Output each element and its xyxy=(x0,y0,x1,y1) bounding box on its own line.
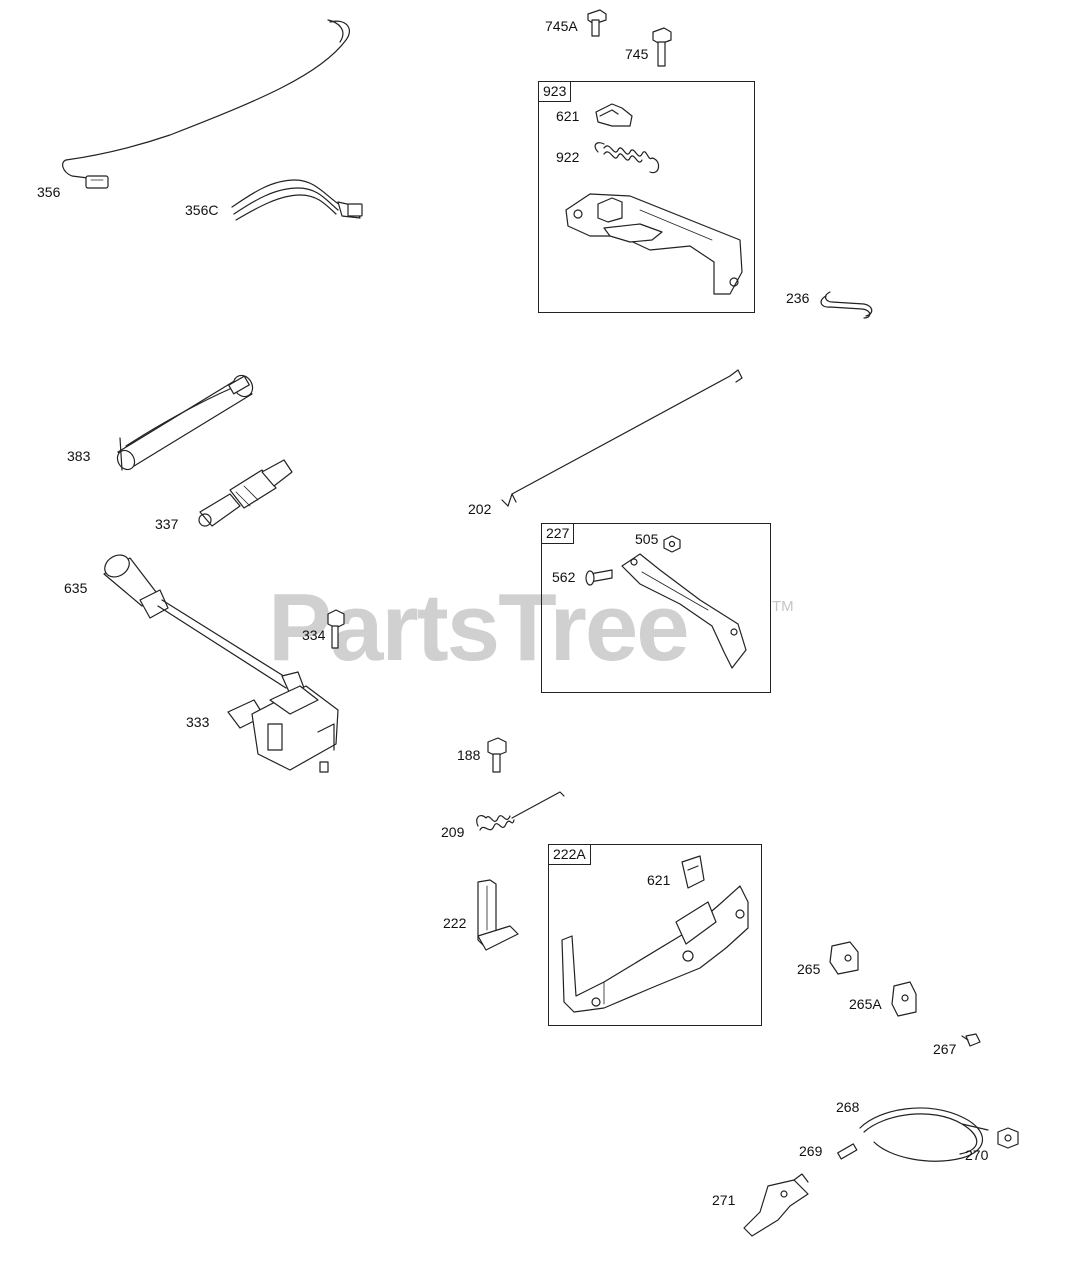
callout-356: 356 xyxy=(37,184,61,200)
part-265-cable-clamp xyxy=(829,941,859,975)
callout-265: 265 xyxy=(797,961,821,977)
assembly-tag-923: 923 xyxy=(538,81,572,102)
part-923-governor-bracket xyxy=(565,193,743,295)
part-621-clip-top xyxy=(595,103,633,127)
callout-621-bottom: 621 xyxy=(647,872,671,888)
part-562-pin xyxy=(585,569,613,586)
part-337-spark-plug xyxy=(198,459,293,527)
part-269-cable-fitting xyxy=(837,1143,858,1160)
callout-270: 270 xyxy=(965,1147,989,1163)
callout-745: 745 xyxy=(625,46,649,62)
watermark-trademark: TM xyxy=(772,598,794,615)
callout-505: 505 xyxy=(635,531,659,547)
assembly-box-227: 227 xyxy=(541,523,771,693)
callout-356c: 356C xyxy=(185,202,219,218)
callout-222: 222 xyxy=(443,915,467,931)
part-227-throttle-lever xyxy=(621,553,747,669)
part-268-throttle-cable xyxy=(859,1107,989,1162)
part-188-bolt xyxy=(487,737,507,773)
callout-333: 333 xyxy=(186,714,210,730)
part-383-spark-plug-wrench xyxy=(116,374,254,471)
assembly-tag-227: 227 xyxy=(541,523,575,544)
callout-562: 562 xyxy=(552,569,576,585)
callout-271: 271 xyxy=(712,1192,736,1208)
part-265a-cable-clamp xyxy=(891,981,917,1017)
part-209-governor-spring xyxy=(476,791,565,831)
part-271-control-lever xyxy=(743,1173,809,1237)
part-222-bracket xyxy=(477,879,519,951)
part-333-ignition-armature xyxy=(227,685,339,773)
part-270-nut xyxy=(997,1127,1019,1149)
callout-188: 188 xyxy=(457,747,481,763)
part-745a-bolt xyxy=(587,9,607,37)
callout-236: 236 xyxy=(786,290,810,306)
part-356-ground-wire xyxy=(62,19,350,189)
callout-383: 383 xyxy=(67,448,91,464)
part-356c-wire-harness xyxy=(231,179,363,221)
part-635-ignition-lead xyxy=(103,554,305,695)
callout-334: 334 xyxy=(302,627,326,643)
part-621-clip-bottom xyxy=(681,855,705,889)
callout-621-top: 621 xyxy=(556,108,580,124)
part-922-spring xyxy=(594,142,660,174)
part-334-screw xyxy=(327,609,345,649)
callout-268: 268 xyxy=(836,1099,860,1115)
callout-202: 202 xyxy=(468,501,492,517)
callout-337: 337 xyxy=(155,516,179,532)
callout-265a: 265A xyxy=(849,996,882,1012)
part-222a-control-bracket xyxy=(561,885,749,1013)
callout-209: 209 xyxy=(441,824,465,840)
assembly-box-923: 923 xyxy=(538,81,755,313)
part-202-governor-rod xyxy=(501,369,743,507)
assembly-tag-222a: 222A xyxy=(548,844,591,865)
part-267-screw xyxy=(961,1033,981,1047)
part-505-nut xyxy=(663,535,681,553)
callout-269: 269 xyxy=(799,1143,823,1159)
callout-635: 635 xyxy=(64,580,88,596)
assembly-box-222a: 222A xyxy=(548,844,762,1026)
part-745-bolt xyxy=(652,27,672,67)
callout-922: 922 xyxy=(556,149,580,165)
part-236-link xyxy=(820,291,873,319)
callout-267: 267 xyxy=(933,1041,957,1057)
callout-745a: 745A xyxy=(545,18,578,34)
